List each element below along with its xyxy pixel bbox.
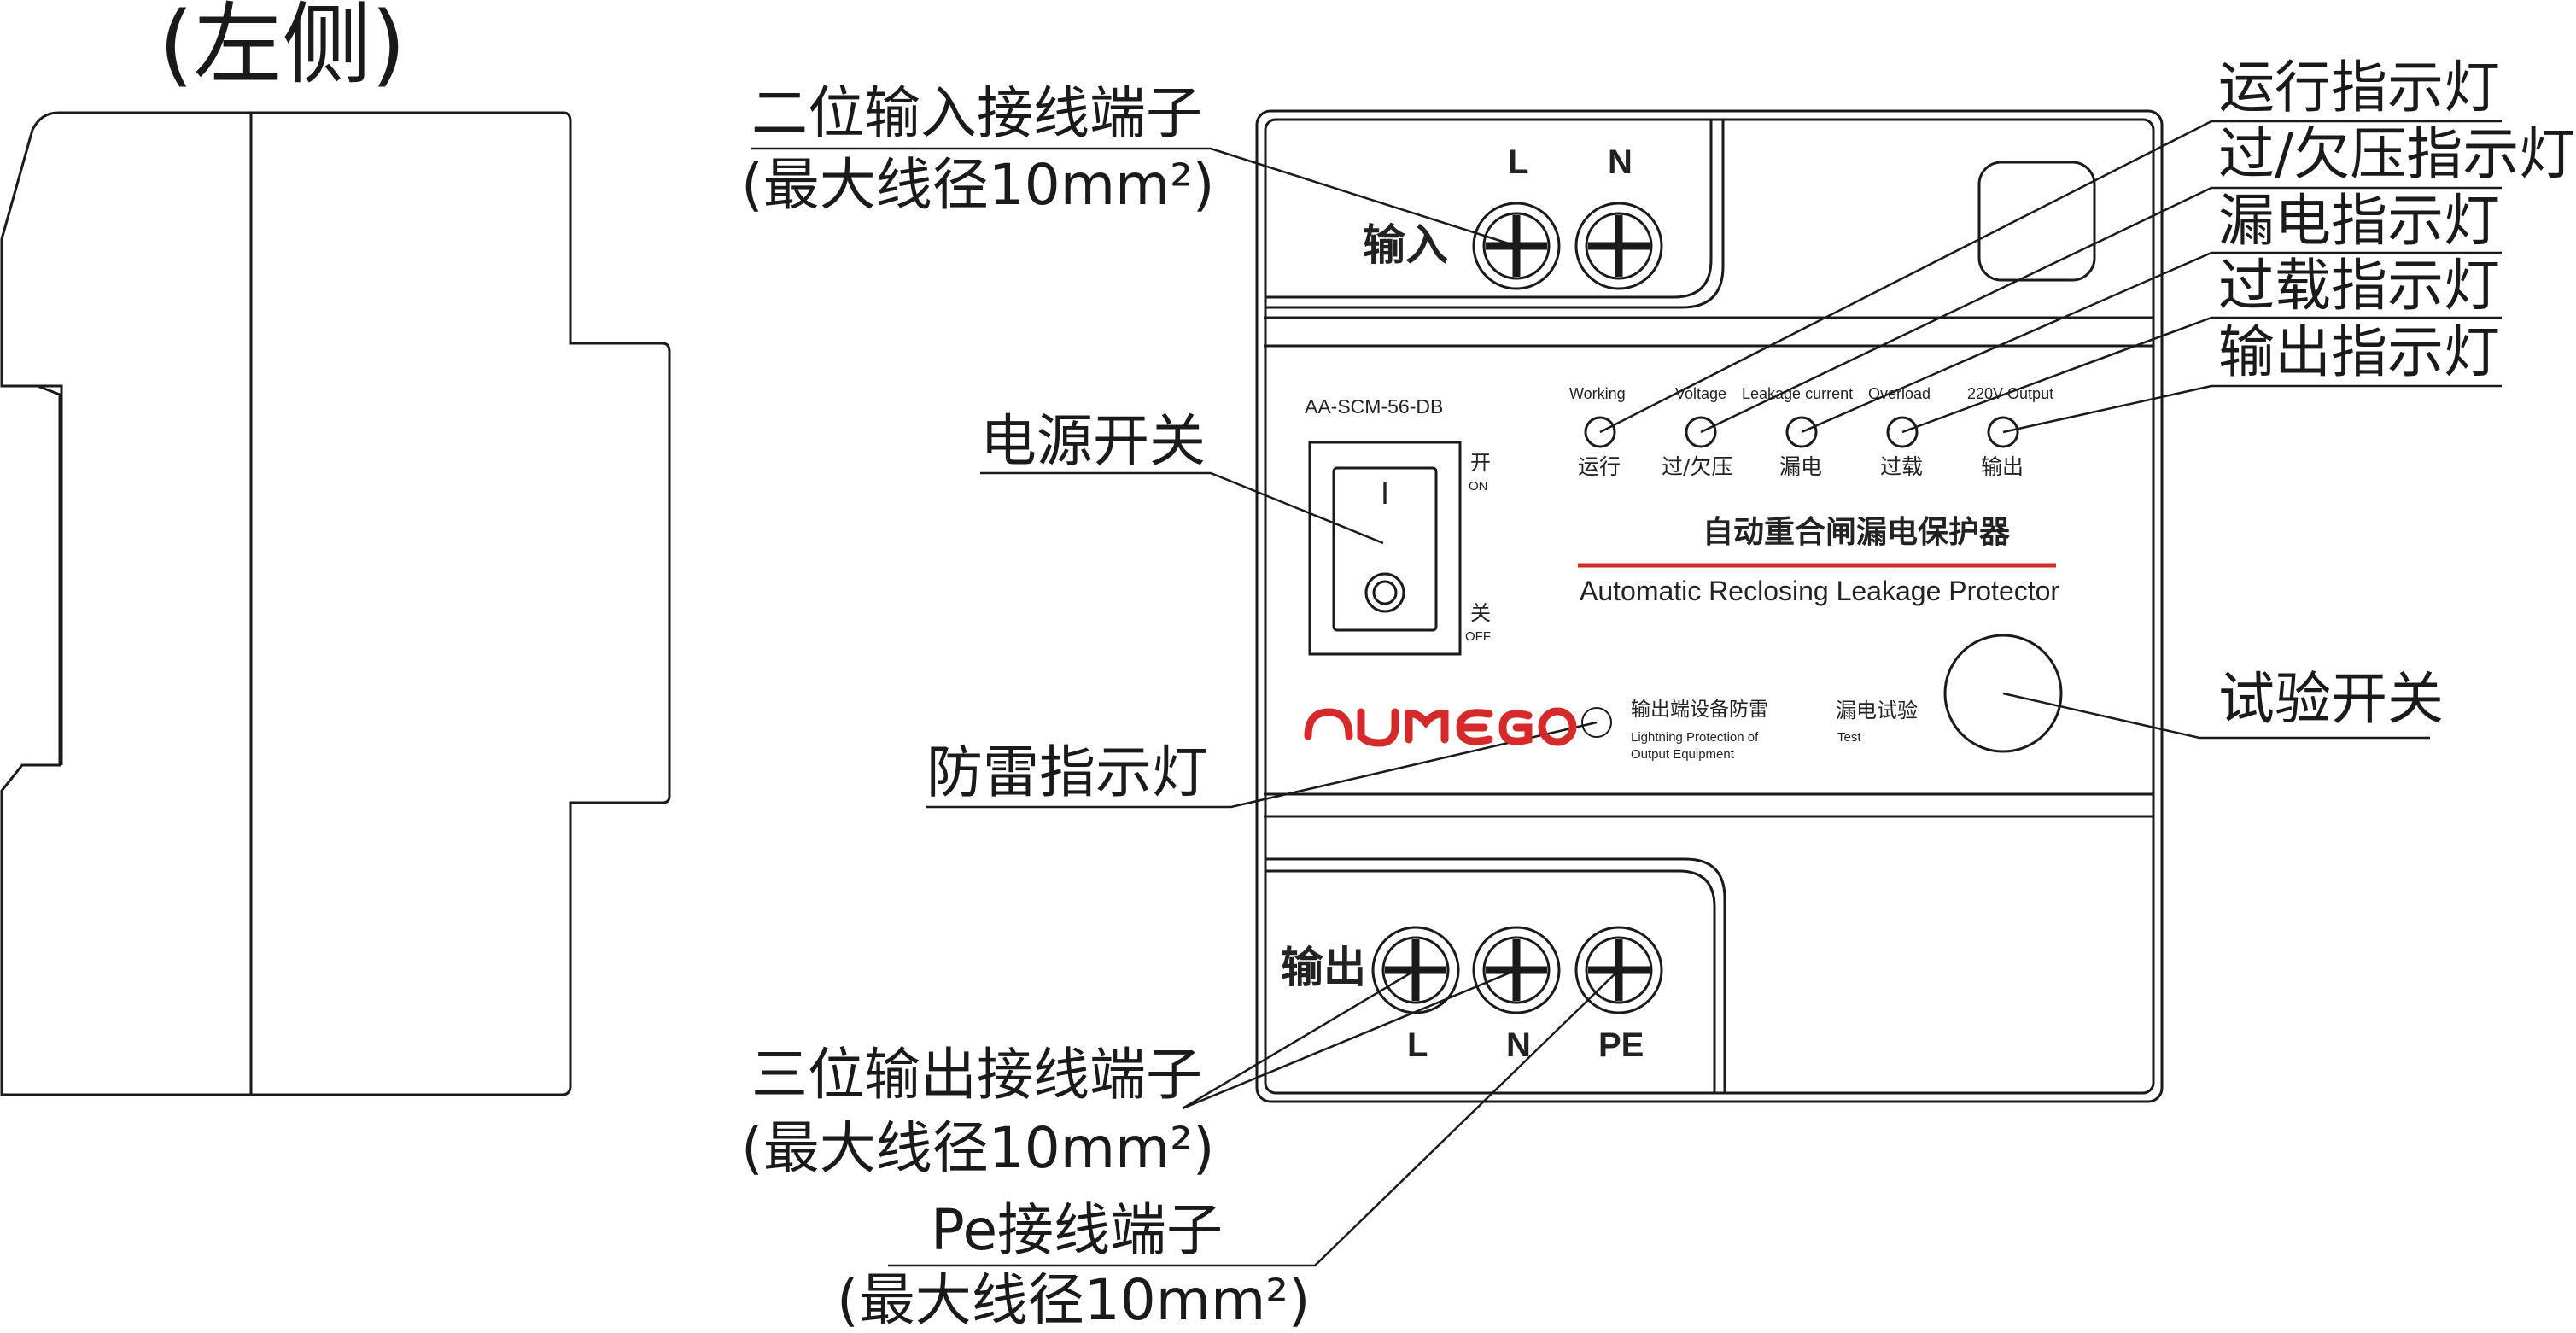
indicator-output-en: 220V Output	[1967, 385, 2054, 402]
indicator-output-cn: 输出	[1981, 454, 2024, 479]
callout-run-led: 运行指示灯	[2218, 55, 2500, 120]
brand-logo	[1304, 707, 1577, 747]
indicator-overload-en: Overload	[1868, 385, 1931, 402]
indicator-working-led	[1584, 416, 1616, 448]
callout-lightning-led: 防雷指示灯	[926, 740, 1208, 805]
callout-power-switch: 电源开关	[980, 408, 1206, 474]
indicator-overload-led	[1886, 416, 1919, 448]
callout-leakage-led: 漏电指示灯	[2218, 188, 2500, 254]
input-label: 输入	[1363, 220, 1448, 270]
callout-voltage-led: 过/欠压指示灯	[2218, 121, 2576, 187]
switch-off-en: OFF	[1465, 629, 1491, 644]
output-N-label: N	[1506, 1026, 1531, 1064]
callout-output-terminal-title: 三位输出接线端子	[751, 1042, 1202, 1108]
indicator-overload-cn: 过载	[1880, 454, 1924, 479]
indicator-output-led	[1987, 416, 2019, 448]
indicator-leakage-en: Leakage current	[1742, 385, 1854, 402]
indicator-voltage-en: Voltage	[1675, 385, 1727, 402]
switch-off-cn: 关	[1470, 601, 1491, 625]
input-terminals	[1472, 202, 1663, 290]
device-title-cn: 自动重合闸漏电保护器	[1703, 515, 2011, 550]
input-L-label: L	[1508, 143, 1529, 181]
callout-pe-terminal-note: (最大线径10mm²)	[837, 1267, 1311, 1333]
switch-on-mark: I	[1381, 476, 1390, 511]
lightning-cn: 输出端设备防雷	[1631, 699, 1768, 721]
indicator-leakage-led	[1785, 416, 1818, 448]
callout-input-terminal-title: 二位输入接线端子	[751, 80, 1202, 146]
lightning-en-1: Lightning Protection of	[1631, 730, 1759, 745]
switch-on-cn: 开	[1470, 451, 1491, 475]
leader-lines	[751, 120, 2502, 1267]
output-L-label: L	[1407, 1026, 1428, 1064]
model-number: AA-SCM-56-DB	[1305, 395, 1444, 418]
switch-on-en: ON	[1469, 479, 1488, 494]
callout-test-switch: 试验开关	[2218, 666, 2444, 732]
output-PE-label: PE	[1598, 1026, 1644, 1064]
view-label: (左侧)	[159, 0, 406, 96]
output-label: 输出	[1281, 943, 1366, 992]
indicator-working-cn: 运行	[1578, 454, 1621, 479]
callout-overload-led: 过载指示灯	[2218, 253, 2500, 319]
callout-pe-terminal-title: Pe接线端子	[931, 1197, 1224, 1263]
device-outline	[1255, 109, 2164, 1103]
device-title-en: Automatic Reclosing Leakage Protector	[1580, 576, 2060, 606]
indicator-voltage-led	[1685, 416, 1717, 448]
lightning-en-2: Output Equipment	[1631, 747, 1734, 762]
test-cn: 漏电试验	[1836, 699, 1918, 722]
side-view-outline	[0, 111, 671, 1096]
indicator-voltage-cn: 过/欠压	[1662, 454, 1733, 479]
callout-input-terminal-note: (最大线径10mm²)	[741, 152, 1215, 218]
test-en: Test	[1837, 730, 1861, 745]
indicator-leakage-cn: 漏电	[1779, 454, 1823, 479]
callout-output-led: 输出指示灯	[2218, 319, 2500, 385]
indicator-working-en: Working	[1569, 385, 1626, 402]
input-N-label: N	[1608, 143, 1633, 181]
callout-output-terminal-note: (最大线径10mm²)	[741, 1115, 1215, 1181]
